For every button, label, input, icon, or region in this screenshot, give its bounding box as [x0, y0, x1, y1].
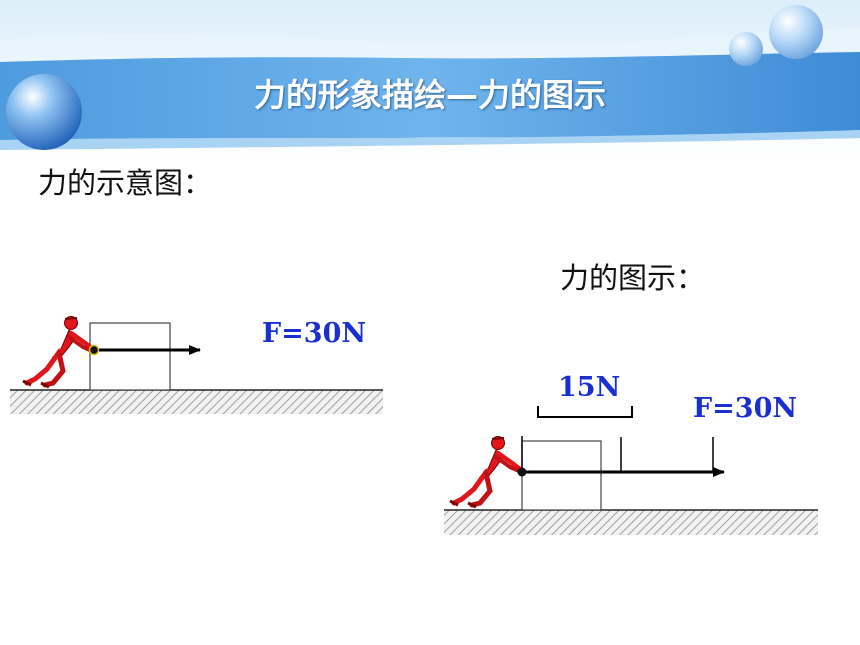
header-banner	[0, 0, 860, 160]
diagram1-force-point	[88, 344, 100, 356]
diagram2-force-point	[517, 467, 527, 477]
diagram1-box	[89, 322, 171, 391]
decorative-orb-left	[6, 74, 82, 150]
diagram2-box	[521, 440, 602, 511]
diagram1-person	[23, 317, 93, 388]
diagram2-person	[450, 437, 520, 508]
section-label-force-diagram: 力的图示：	[560, 261, 706, 295]
diagram2-scale-label: 15N	[558, 372, 621, 403]
diagram1-ground	[10, 390, 383, 414]
diagram2	[444, 406, 818, 535]
slide-title: 力的形象描绘—力的图示	[253, 76, 606, 114]
decorative-orb-right-small	[729, 32, 763, 66]
diagram2-force-label: F=30N	[693, 393, 798, 424]
section-label-schematic: 力的示意图：	[38, 166, 213, 200]
diagram2-ground	[444, 510, 818, 535]
diagram1	[10, 317, 383, 414]
diagram1-force-label: F=30N	[262, 318, 367, 349]
diagram2-scale-bracket	[537, 406, 633, 418]
decorative-orb-right-large	[769, 5, 823, 59]
